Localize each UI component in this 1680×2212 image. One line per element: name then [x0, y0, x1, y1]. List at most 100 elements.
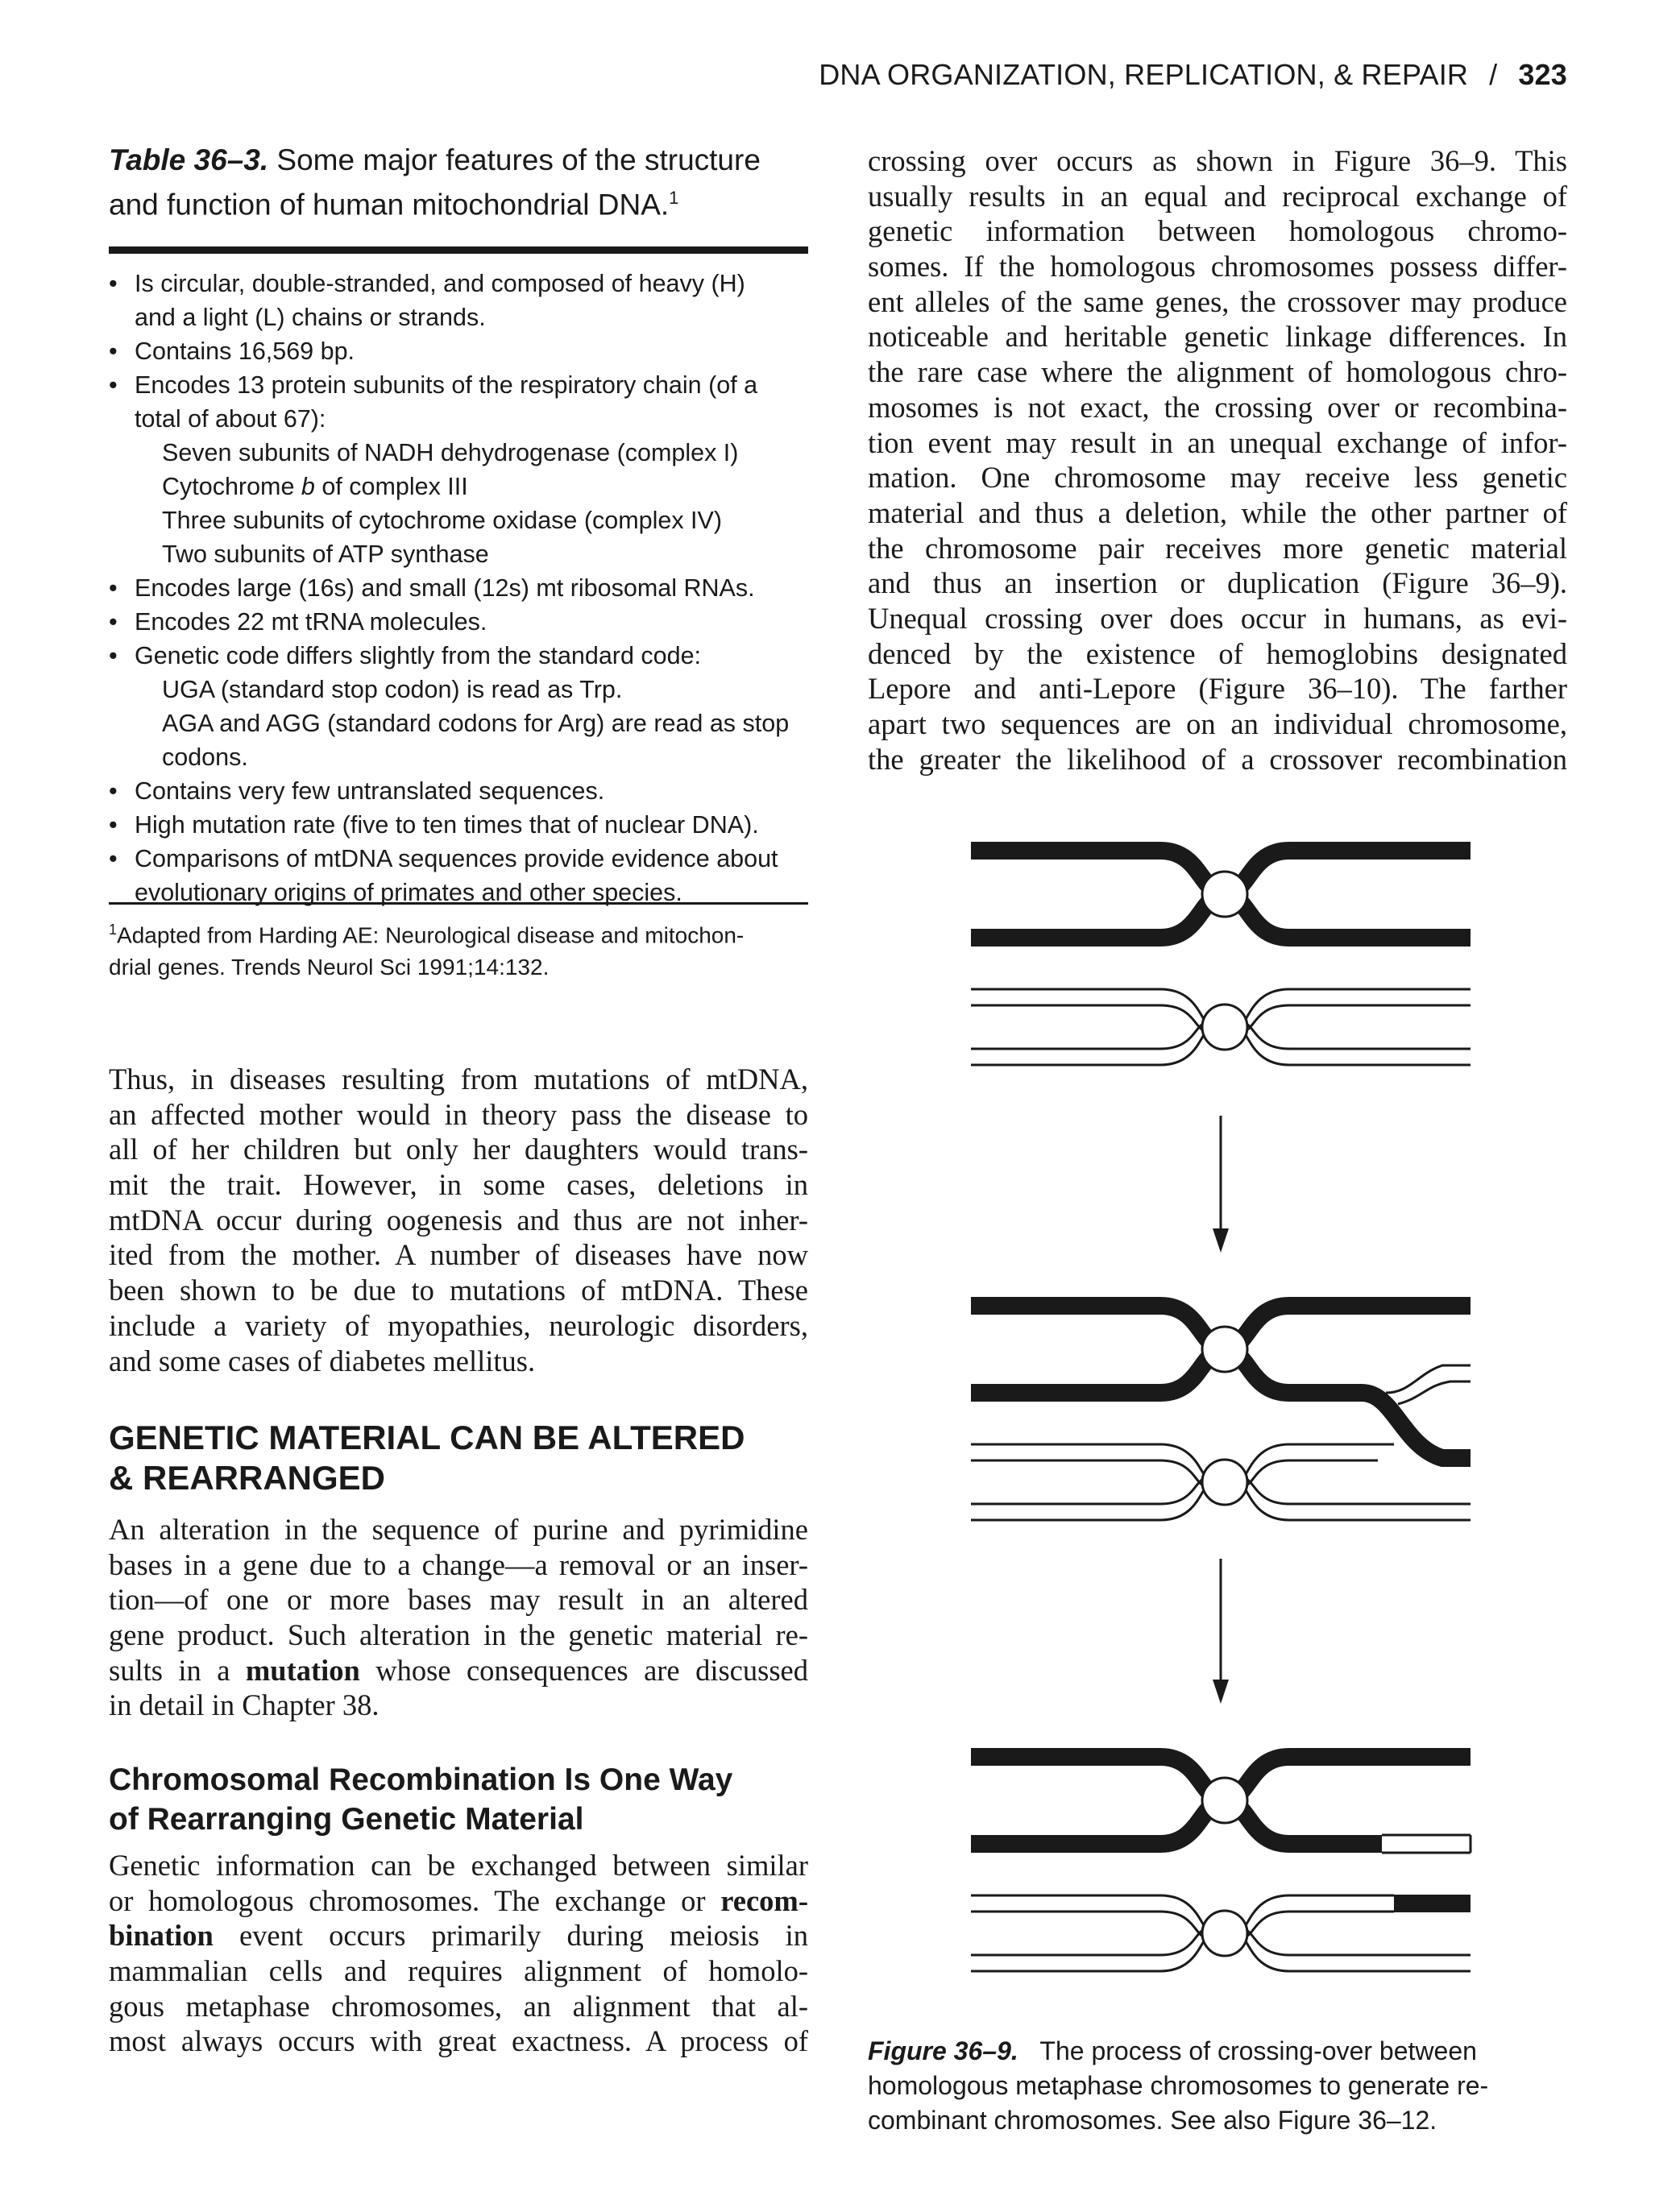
paragraph-line: gene product. Such alteration in the gen… [109, 1618, 808, 1652]
subsection-heading-line-2: of Rearranging Genetic Material [109, 1802, 584, 1837]
text-run: whose consequences are discussed [359, 1653, 808, 1687]
table-row: UGA (standard stop codon) is read as Trp… [162, 676, 623, 703]
table-bottom-rule [109, 902, 808, 905]
table-row: evolutionary origins of primates and oth… [135, 879, 682, 906]
table-caption-footnote-mark: 1 [669, 188, 679, 208]
paragraph-alteration: An alteration in the sequence of purine … [109, 1512, 808, 1723]
term-recombination-part-2: bination [109, 1919, 214, 1953]
table-number: Table 36–3. [109, 143, 269, 176]
table-row: codons. [162, 744, 248, 771]
table-caption-line-1: Some major features of the structure [276, 143, 761, 176]
paragraph-line: mtDNA occur during oogenesis and thus ar… [109, 1203, 808, 1236]
white-chromatid-top [971, 1894, 1394, 1939]
paragraph-crossing-over: crossing over occurs as shown in Figure … [868, 143, 1567, 777]
paragraph-line: sults in a mutation whose consequences a… [109, 1653, 808, 1688]
paragraph-line: ent alleles of the same genes, the cross… [868, 284, 1567, 318]
running-head-separator: / [1489, 58, 1498, 91]
table-row: Contains 16,569 bp. [109, 334, 808, 368]
paragraph-line: genetic information between homologous c… [868, 214, 1567, 248]
paragraph-line: material and thus a deletion, while the … [868, 495, 1567, 529]
table-row: High mutation rate (five to ten times th… [109, 808, 808, 842]
figure-number: Figure 36–9. [868, 2036, 1018, 2065]
crossing-over-figure [971, 842, 1472, 1973]
paragraph-line: mation. One chromosome may receive less … [868, 461, 1567, 495]
paragraph-line: the chromosome pair receives more geneti… [868, 531, 1567, 565]
arrow-down-icon [1213, 1116, 1229, 1253]
paragraph-line: tion event may result in an unequal exch… [868, 425, 1567, 459]
paragraph-line: An alteration in the sequence of purine … [109, 1513, 808, 1546]
paragraph-line: in detail in Chapter 38. [109, 1688, 380, 1722]
paragraph-line: somes. If the homologous chromosomes pos… [868, 250, 1567, 284]
figure-caption-line: homologous metaphase chromosomes to gene… [868, 2071, 1489, 2100]
paragraph-line: ited from the mother. A number of diseas… [109, 1238, 808, 1272]
paragraph-line: and thus an insertion or duplication (Fi… [868, 566, 1567, 600]
table-row: Comparisons of mtDNA sequences provide e… [109, 842, 808, 876]
table-row: Encodes 22 mt tRNA molecules. [109, 605, 808, 639]
table-footnote: 1Adapted from Harding AE: Neurological d… [109, 913, 808, 984]
subsection-heading-line-1: Chromosomal Recombination Is One Way [109, 1763, 733, 1797]
table-top-rule [109, 246, 808, 254]
paragraph-line: most always occurs with great exactness.… [109, 2024, 808, 2058]
table-row: Three subunits of cytochrome oxidase (co… [162, 507, 723, 534]
footnote-line-1: Adapted from Harding AE: Neurological di… [117, 922, 745, 948]
white-segment [1382, 1833, 1472, 1854]
page-number: 323 [1518, 58, 1567, 91]
paragraph-line: an affected mother would in theory pass … [109, 1097, 808, 1131]
panel-1-aligned-chromosomes [971, 842, 1471, 1067]
paragraph-mtdna-diseases: Thus, in diseases resulting from mutatio… [109, 1062, 808, 1378]
paragraph-line: been shown to be due to mutations of mtD… [109, 1274, 808, 1307]
section-heading-line-1: GENETIC MATERIAL CAN BE ALTERED [109, 1419, 745, 1456]
table-caption-line-2: and function of human mitochondrial DNA. [109, 188, 670, 222]
figure-caption: Figure 36–9. The process of crossing-ove… [868, 2034, 1567, 2138]
table-row: total of about 67): [135, 405, 326, 433]
arrow-down-icon [1213, 1559, 1229, 1704]
text-run: event occurs primarily during meiosis in [213, 1919, 808, 1953]
paragraph-line: gous metaphase chromosomes, an alignment… [109, 1989, 808, 2023]
paragraph-line: Unequal crossing over does occur in huma… [868, 601, 1567, 635]
paragraph-line: noticeable and heritable genetic linkage… [868, 320, 1567, 354]
table-caption: Table 36–3. Some major features of the s… [109, 141, 808, 223]
centromere [1201, 1909, 1249, 1957]
paragraph-line: bases in a gene due to a change—a remova… [109, 1547, 808, 1581]
paragraph-line: crossing over occurs as shown in Figure … [868, 144, 1567, 177]
black-chromatid-bottom-shortened [971, 1792, 1382, 1853]
term-mutation: mutation [245, 1653, 360, 1687]
table-row: Encodes large (16s) and small (12s) mt r… [109, 571, 808, 605]
paragraph-line: denced by the existence of hemoglobins d… [868, 636, 1567, 670]
centromere [1201, 1003, 1249, 1051]
section-heading-line-2: & REARRANGED [109, 1459, 386, 1497]
running-head: DNA ORGANIZATION, REPLICATION, & REPAIR /… [790, 58, 1567, 92]
black-chromatid-bottom-crossing [971, 1340, 1471, 1467]
footnote-line-2: drial genes. Trends Neurol Sci 1991;14:1… [109, 955, 550, 980]
centromere [1201, 870, 1249, 918]
table-body: Is circular, double-stranded, and compos… [109, 267, 808, 909]
paragraph-line: mit the trait. However, in some cases, d… [109, 1168, 808, 1202]
centromere [1201, 1776, 1249, 1825]
paragraph-line: Genetic information can be exchanged bet… [109, 1849, 808, 1882]
italic-b: b [301, 473, 315, 500]
panel-2-crossover [971, 1297, 1471, 1522]
paragraph-recombination: Genetic information can be exchanged bet… [109, 1848, 808, 2059]
table-row: Two subunits of ATP synthase [162, 541, 489, 568]
paragraph-line: Lepore and anti-Lepore (Figure 36–10). T… [868, 672, 1567, 706]
paragraph-line: or homologous chromosomes. The exchange … [109, 1883, 808, 1919]
subsection-heading: Chromosomal Recombination Is One Way of … [109, 1760, 808, 1839]
centromere [1201, 1458, 1249, 1506]
table-row: Seven subunits of NADH dehydrogenase (co… [162, 439, 739, 466]
panel-3-recombinant [971, 1748, 1472, 1973]
text-run: sults in a [109, 1653, 246, 1687]
text-run: The process of crossing-over between [1039, 2036, 1477, 2065]
paragraph-line: Thus, in diseases resulting from mutatio… [109, 1063, 808, 1096]
centromere [1201, 1325, 1249, 1373]
footnote-mark: 1 [109, 922, 118, 938]
figure-caption-line: combinant chromosomes. See also Figure 3… [868, 2106, 1437, 2135]
paragraph-line: mammalian cells and requires alignment o… [109, 1954, 808, 1988]
paragraph-line: all of her children but only her daughte… [109, 1133, 808, 1166]
paragraph-line: include a variety of myopathies, neurolo… [109, 1308, 808, 1342]
table-row: Contains very few untranslated sequences… [109, 774, 808, 808]
table-row: Encodes 13 protein subunits of the respi… [109, 368, 808, 402]
table-row: AGA and AGG (standard codons for Arg) ar… [162, 710, 790, 737]
paragraph-line: usually results in an equal and reciproc… [868, 179, 1567, 213]
running-head-title: DNA ORGANIZATION, REPLICATION, & REPAIR [819, 58, 1469, 91]
paragraph-line: and some cases of diabetes mellitus. [109, 1344, 536, 1377]
